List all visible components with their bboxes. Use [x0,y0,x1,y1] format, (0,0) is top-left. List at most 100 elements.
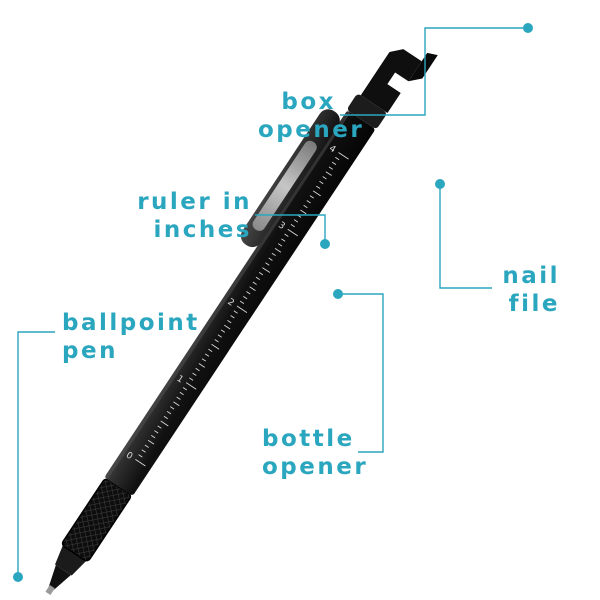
ruler-tick [328,166,333,170]
ruler-tick [319,180,324,185]
nail-file-label-line2: file [508,291,560,317]
callout-box-opener-dot [523,23,533,33]
box-opener-head [347,49,438,129]
ruler-number: 1 [175,374,185,386]
callout-bottle-opener-line [338,293,384,453]
ruler-tick [322,176,327,180]
ruler-tick [211,343,220,350]
bottle-opener-label: bottle opener [262,425,368,481]
ruler-tick [262,267,271,273]
ruler-tick [290,224,295,228]
ruler-tick [192,372,197,376]
ruler-tick [277,243,283,247]
ruler-tick [252,281,257,285]
ruler-number: 4 [327,144,338,156]
callout-ballpoint-line [17,331,55,576]
ruler-scale: 0 1 2 3 4 [124,144,349,467]
ruler-tick [176,396,181,400]
callout-lines [17,27,528,576]
callout-dots [13,23,533,582]
callout-box-opener-line [340,27,528,116]
callout-ruler-line [255,214,326,242]
nail-file-label-line1: nail [502,263,560,289]
ruler-tick [141,449,146,453]
ruler-tick [316,185,321,189]
ruler-tick [220,329,226,333]
ballpoint-pen-label-line1: ballpoint [62,310,200,336]
nail-file-surface [252,140,317,231]
ruler-tick [258,272,264,276]
ruler-tick [293,219,299,223]
ruler-tick [144,444,149,448]
ruler-tick [287,228,298,237]
ruler-tick [185,382,197,390]
callout-bottle-opener-dot [333,289,343,299]
ruler-tick [166,411,172,415]
callout-nail-file-line [439,186,492,289]
ruler-tick [309,195,314,199]
ruler-tick [335,156,340,161]
ruler-tick [243,295,248,300]
pen-clip [240,109,340,248]
ruler-number: 3 [276,220,286,232]
ruler-tick [135,459,146,467]
ruler-tick [189,377,194,381]
nail-file-label: nail file [496,262,560,318]
ruler-tick [233,310,238,314]
callout-nail-file-dot [435,179,445,189]
ruler-tick [227,319,232,324]
knurled-grip [62,479,131,561]
pen-tip [45,545,87,596]
ruler-tick [255,276,260,281]
ballpoint-pen-label: ballpoint pen [62,309,200,365]
ruler-tick [170,406,175,410]
ruler-tick [214,339,219,343]
ruler-tick [160,420,169,427]
ruler-tick [157,425,162,429]
ruler-tick [274,248,282,253]
box-opener-label-line1: box [281,89,336,115]
ruler-tick [281,238,286,242]
ruler-tick [239,300,245,305]
box-opener-label-line2: opener [258,117,365,143]
ruler-tick [195,367,200,372]
ruler-tick [300,209,307,215]
ruler-tick [268,257,273,261]
ruler-tick [265,262,270,266]
ruler-number: 2 [225,297,235,309]
ruler-label: ruler in inches [122,188,252,244]
ruler-tick [303,204,308,209]
callout-ruler-dot [320,239,330,249]
bottle-opener-label-line1: bottle [262,426,355,452]
ruler-tick [147,439,155,445]
ruler-tick [284,233,289,237]
ruler-tick [224,324,231,330]
ruler-tick [201,358,207,362]
ruler-tick [246,291,251,295]
callout-ballpoint-dot [13,572,23,582]
ruler-label-line1: ruler in [137,189,252,215]
ruler-label-line2: inches [153,217,252,243]
ruler-tick [151,435,156,439]
ruler-tick [236,305,248,313]
ruler-tick [208,348,213,352]
ruler-tick [331,161,337,165]
ballpoint-pen-label-line2: pen [62,338,118,364]
ruler-tick [204,353,210,357]
ruler-tick [182,387,188,391]
ruler-tick [249,286,256,292]
ruler-tick [217,334,222,338]
bottle-opener-label-line2: opener [262,454,369,480]
ruler-tick [138,454,143,458]
ruler-tick [179,391,184,396]
ruler-tick [306,200,311,204]
ruler-tick [163,415,168,420]
ruler-tick [325,171,332,176]
ruler-tick [338,152,349,160]
ruler-tick [154,430,159,434]
ruler-tick [198,363,205,368]
ruler-tick [312,190,321,197]
ruler-number: 0 [124,451,135,463]
